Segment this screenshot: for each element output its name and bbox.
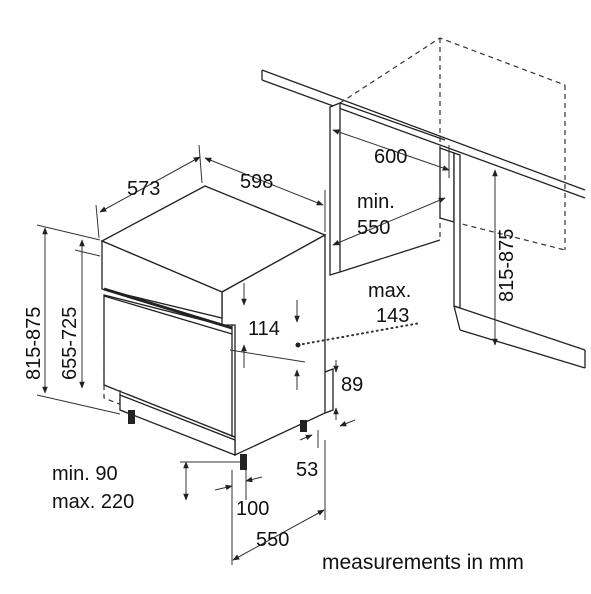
- label-573: 573: [127, 178, 160, 200]
- dim-143-leader: [295, 322, 421, 348]
- label-outer-height: 815-875: [23, 307, 45, 380]
- dim-90-220-line: [180, 461, 240, 501]
- label-114: 114: [248, 318, 280, 340]
- countertop: [261, 69, 586, 199]
- dim-598-line: [204, 157, 326, 232]
- front-right-foot: [240, 454, 247, 470]
- label-550-cabinet: 550: [357, 217, 390, 239]
- dim-100-line: [214, 470, 263, 520]
- dim-600-line: [332, 129, 450, 178]
- label-max: max.: [368, 280, 411, 302]
- label-600: 600: [374, 146, 407, 168]
- rear-right-foot: [300, 420, 307, 432]
- label-53: 53: [296, 459, 318, 481]
- dim-inner-height-line: [74, 239, 101, 389]
- label-cabinet-height: 815-875: [496, 229, 518, 302]
- label-inner-height: 655-725: [59, 307, 81, 380]
- dim-550-line: [231, 440, 326, 565]
- label-min: min.: [357, 191, 395, 213]
- label-143: 143: [376, 305, 409, 327]
- label-598: 598: [240, 171, 273, 193]
- dim-53-line: [299, 419, 356, 448]
- label-min-90: min. 90: [52, 463, 118, 485]
- label-89: 89: [341, 374, 363, 396]
- label-max-220: max. 220: [52, 491, 134, 513]
- front-left-foot: [128, 410, 135, 424]
- label-550-base: 550: [256, 529, 289, 551]
- label-100: 100: [236, 498, 269, 520]
- caption: measurements in mm: [322, 551, 524, 574]
- dim-min550-line: [332, 197, 446, 246]
- dim-573-line: [95, 144, 203, 239]
- dishwasher: [100, 185, 334, 470]
- dim-114-line: [229, 283, 306, 390]
- dim-outer-height-line: [36, 224, 121, 415]
